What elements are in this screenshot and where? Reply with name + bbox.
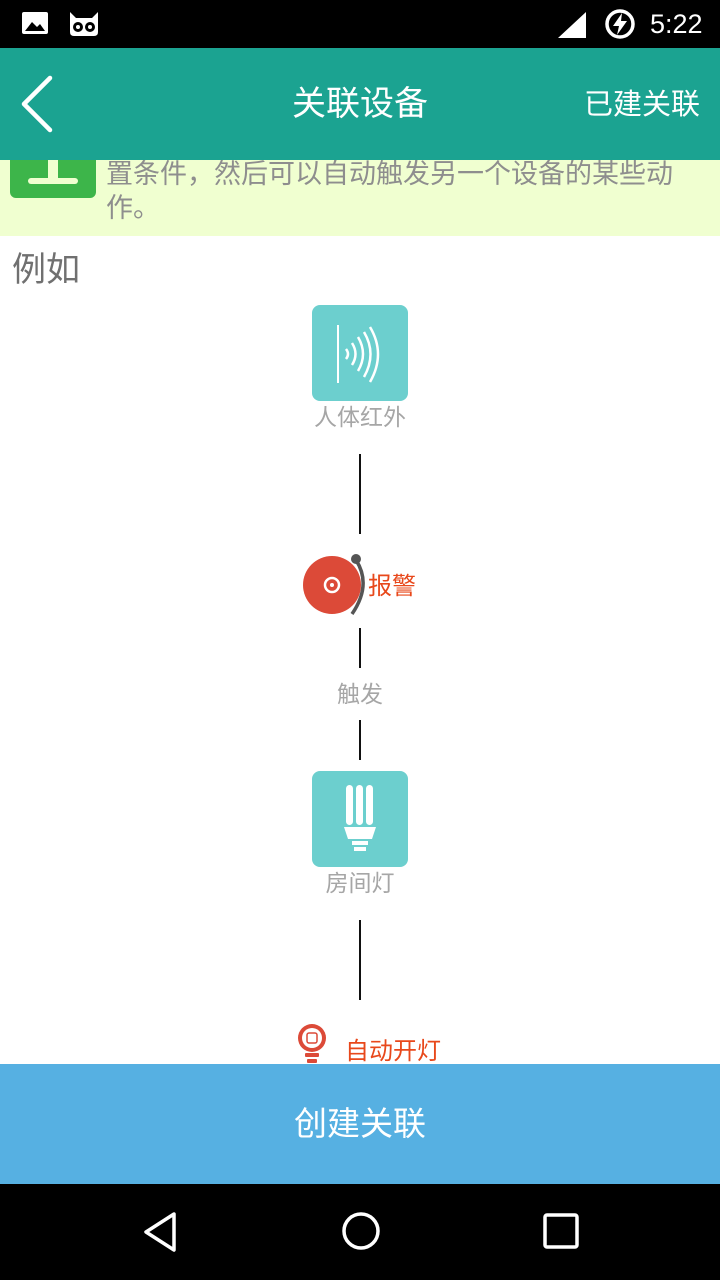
create-link-button[interactable]: 创建关联 xyxy=(0,1064,720,1184)
target-tile xyxy=(312,771,408,867)
bulb-icon xyxy=(298,1024,326,1063)
nav-back-icon[interactable] xyxy=(138,1208,182,1256)
cfl-bulb-icon xyxy=(344,785,376,851)
clock: 5:22 xyxy=(650,9,703,39)
back-arrow-icon[interactable] xyxy=(14,72,62,136)
banner-illustration-icon xyxy=(10,160,96,198)
info-banner: 置条件，然后可以自动触发另一个设备的某些动作。 xyxy=(0,160,720,236)
status-bar: 5:22 xyxy=(0,0,720,48)
infrared-sensor-icon xyxy=(337,325,380,383)
connector-line xyxy=(359,920,361,1000)
signal-icon xyxy=(558,12,586,38)
target-name: 房间灯 xyxy=(325,871,395,897)
connector-line xyxy=(359,720,361,760)
banner-text: 置条件，然后可以自动触发另一个设备的某些动作。 xyxy=(106,160,673,224)
example-label: 例如 xyxy=(12,250,80,290)
app-bar: 关联设备 已建关联 xyxy=(0,48,720,160)
action-label: 自动开灯 xyxy=(345,1037,441,1065)
alarm-bell-icon xyxy=(303,554,365,615)
image-notification-icon xyxy=(22,12,48,34)
connector-line xyxy=(359,628,361,668)
nav-recents-icon[interactable] xyxy=(540,1210,582,1252)
trigger-label: 触发 xyxy=(337,682,383,708)
existing-links-button[interactable]: 已建关联 xyxy=(583,87,700,121)
battery-charging-icon xyxy=(605,9,635,39)
sensor-tile xyxy=(312,305,408,401)
cat-notification-icon xyxy=(70,12,98,36)
connector-line xyxy=(359,454,361,534)
nav-home-icon[interactable] xyxy=(340,1210,382,1252)
navigation-bar xyxy=(0,1184,720,1280)
sensor-name: 人体红外 xyxy=(314,405,406,431)
alarm-label: 报警 xyxy=(368,572,416,600)
